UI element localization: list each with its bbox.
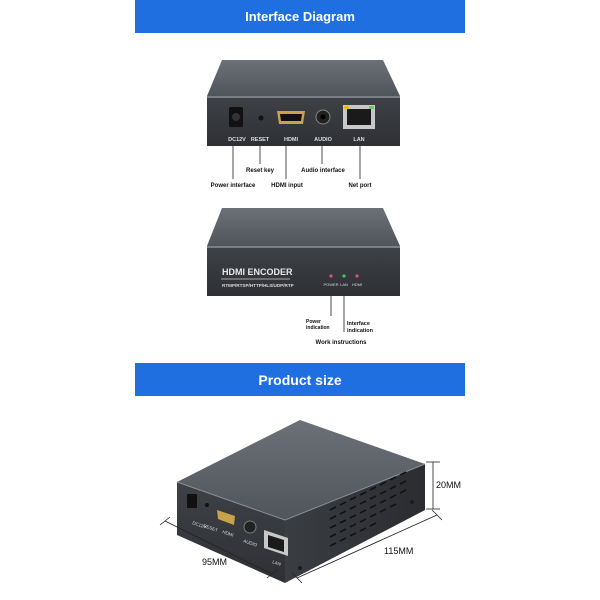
back-callout-lines [232,146,361,179]
iso-reset-icon [205,503,209,507]
callout-hdmi-input: HDMI input [271,183,303,189]
callout-net-port: Net port [349,183,372,189]
banner-product-size: Product size [135,363,465,396]
iso-audio-jack-icon [243,520,257,534]
front-callout-lines [330,296,345,332]
led-lan-icon [342,274,346,278]
led-label-power: POWER [323,282,338,287]
callout-audio-interface: Audio interface [301,168,345,174]
led-label-hdmi: HDMI [352,282,362,287]
lan-port-icon [343,105,375,129]
iso-label-hdmi: HDMI [222,529,235,537]
callout-power-indication-2: indication [306,325,330,331]
iso-label-reset: RESET [203,523,219,533]
reset-button-icon [258,115,264,121]
iso-hdmi-port-icon [217,510,235,525]
banner-interface-diagram: Interface Diagram [135,0,465,33]
port-label-audio: AUDIO [314,137,332,143]
port-label-dc: DC12V [228,137,246,143]
callout-interface-indication-2: indication [347,328,374,334]
dimension-lines [159,461,443,584]
port-label-lan: LAN [353,137,364,143]
callout-reset-key: Reset key [246,168,275,174]
dc-port-icon [229,107,243,127]
front-title: HDMI ENCODER [222,267,293,277]
callout-power-indication-1: Power [306,319,321,325]
device-isometric-view: DC12V RESET HDMI AUDIO LAN [176,420,426,583]
iso-label-lan: LAN [272,559,282,567]
banner-title: Interface Diagram [245,9,355,24]
dim-depth: 115MM [384,546,413,556]
port-label-reset: RESET [251,137,270,143]
iso-label-audio: AUDIO [243,538,259,548]
led-hdmi-icon [355,274,359,278]
banner-title: Product size [258,371,342,388]
callout-power-interface: Power interface [211,183,256,189]
device-back-view: DC12V RESET HDMI AUDIO LAN [207,60,400,146]
iso-label-dc: DC12V [192,520,207,529]
callout-interface-indication-1: Interface [347,321,370,327]
dim-width: 95MM [202,557,227,567]
port-label-hdmi: HDMI [284,137,299,143]
work-instructions-label: Work instructions [316,340,368,346]
dim-height: 20MM [436,480,461,490]
hdmi-port-icon [277,111,305,124]
led-power-icon [329,274,333,278]
device-front-view: HDMI ENCODER RTMP/RTSP/HTTP/HLS/UDP/RTP … [207,208,400,296]
iso-dc-port-icon [187,494,197,508]
vent-slots [329,471,407,547]
audio-jack-icon [315,109,331,125]
front-protocols: RTMP/RTSP/HTTP/HLS/UDP/RTP [222,283,294,288]
led-label-lan: LAN [340,282,348,287]
